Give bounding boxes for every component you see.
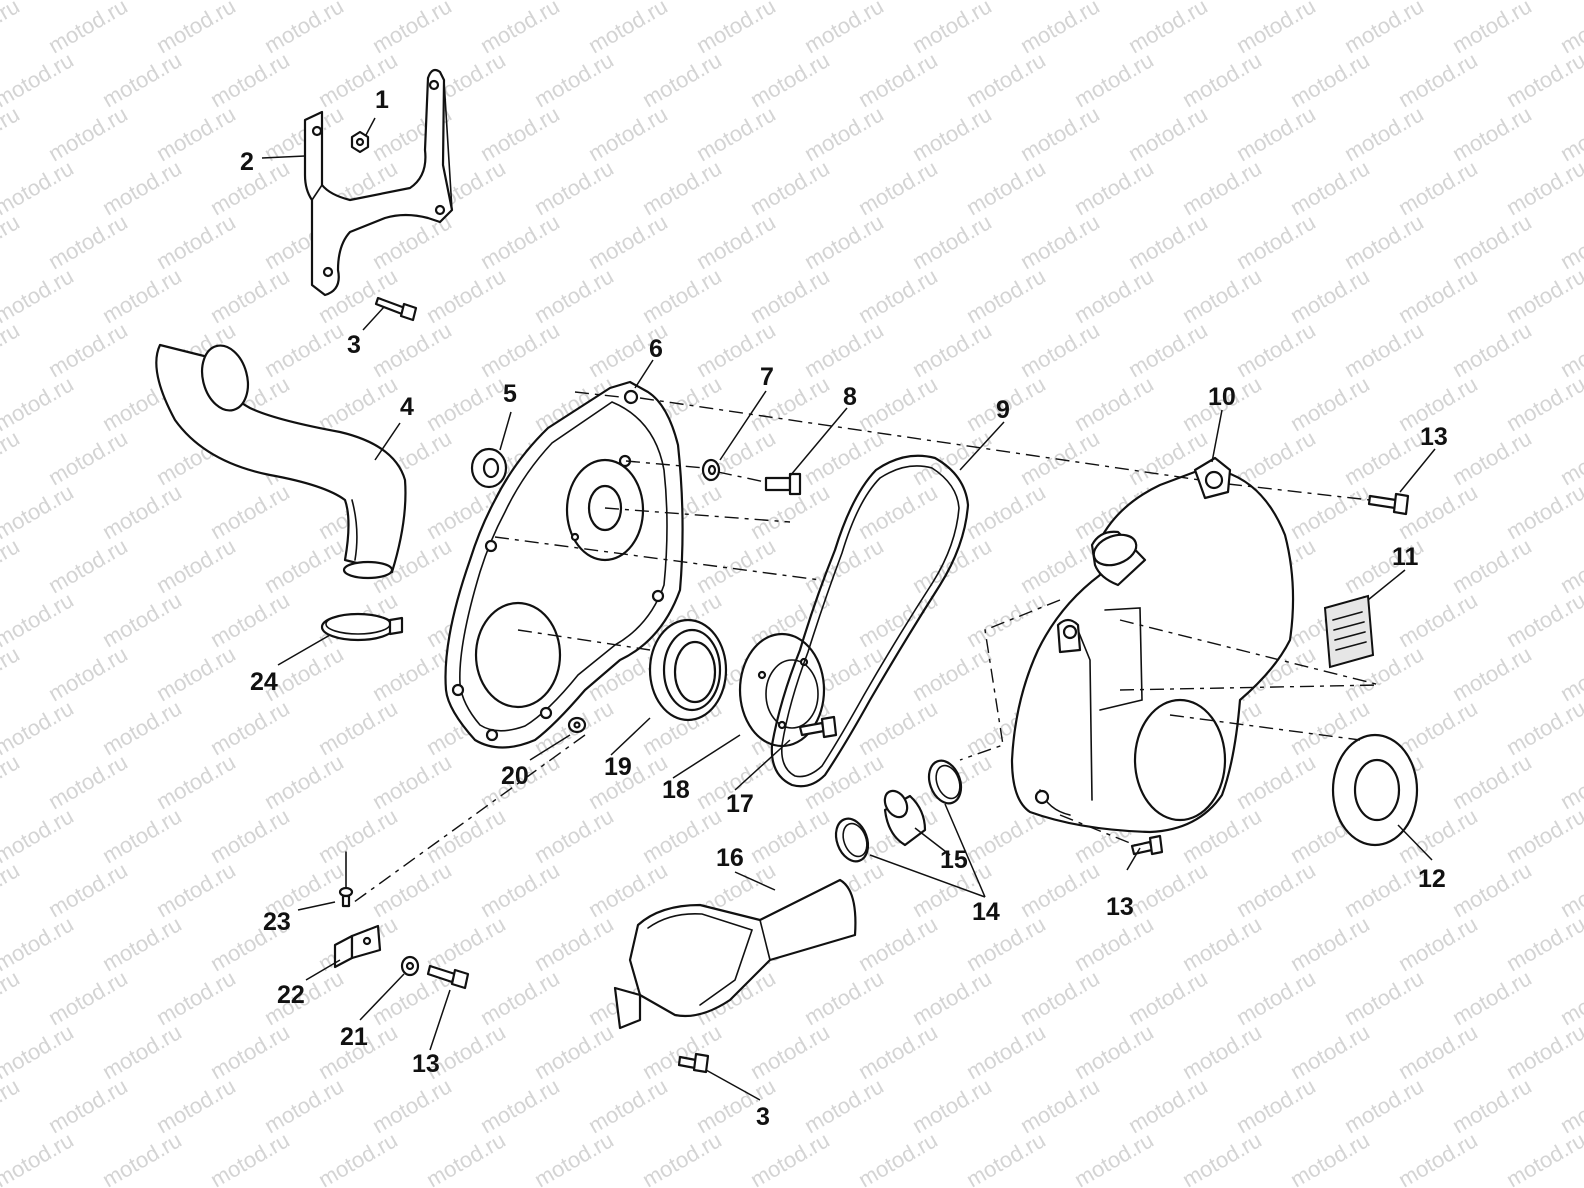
bolt-part-13-left	[426, 964, 470, 990]
callout-6: 6	[649, 335, 663, 363]
callout-7: 7	[760, 363, 774, 391]
callout-22: 22	[277, 981, 305, 1009]
callout-9: 9	[996, 396, 1010, 424]
callout-11: 11	[1392, 543, 1419, 571]
callout-12: 12	[1418, 865, 1446, 893]
bracket-part-2	[303, 68, 454, 297]
inner-cover-part-6	[444, 380, 684, 749]
leader-lines	[261, 117, 1436, 1101]
duct-part-16	[613, 878, 857, 1030]
intake-tube-part-4	[155, 343, 407, 580]
bolt-part-3-top	[374, 296, 418, 322]
callout-13-left: 13	[412, 1050, 440, 1078]
label-part-11	[1323, 594, 1375, 669]
callout-5: 5	[503, 380, 517, 408]
callout-14: 14	[972, 898, 1000, 926]
callout-17: 17	[726, 790, 754, 818]
callout-8: 8	[843, 383, 857, 411]
callout-13-top-right: 13	[1420, 423, 1448, 451]
nut-part-1	[350, 130, 370, 154]
bolt-part-8	[764, 472, 802, 496]
callout-numbers: 1 2 3 4 5 6 7 8 9 10 11 12 13 13 13 14 1…	[240, 86, 1448, 1131]
belt-part-9	[770, 454, 970, 788]
rivet-part-23	[338, 851, 354, 908]
washer-part-7	[701, 458, 721, 482]
screw-part-17	[798, 715, 838, 739]
callout-3-bottom: 3	[756, 1103, 770, 1131]
callout-2: 2	[240, 148, 254, 176]
callout-3-top: 3	[347, 331, 361, 359]
callout-10: 10	[1208, 383, 1236, 411]
screw-part-13-bottom-right	[1130, 834, 1164, 856]
disc-part-12	[1331, 733, 1419, 847]
callout-19: 19	[604, 753, 632, 781]
callout-1: 1	[375, 86, 389, 114]
callout-21: 21	[340, 1023, 368, 1051]
bolt-part-3-bottom	[677, 1052, 710, 1074]
bracket-part-22	[333, 924, 382, 969]
callout-16: 16	[716, 844, 744, 872]
washer-part-20	[567, 716, 587, 734]
screw-part-13-top	[1367, 492, 1410, 516]
callout-23: 23	[263, 908, 291, 936]
seal-part-19	[648, 618, 728, 722]
washer-part-21	[400, 955, 420, 977]
callout-15: 15	[940, 846, 968, 874]
coupler-part-15	[883, 789, 927, 847]
callout-20: 20	[501, 762, 529, 790]
callout-4: 4	[400, 393, 414, 421]
callout-13-bottom-right: 13	[1106, 893, 1134, 921]
callout-18: 18	[662, 776, 690, 804]
washer-part-5	[470, 447, 508, 489]
clamp-part-24	[320, 612, 404, 642]
clamps-part-14	[834, 759, 963, 863]
callout-24: 24	[250, 668, 278, 696]
assembly-lines	[349, 391, 1381, 906]
outer-cover-part-10	[1010, 456, 1295, 834]
